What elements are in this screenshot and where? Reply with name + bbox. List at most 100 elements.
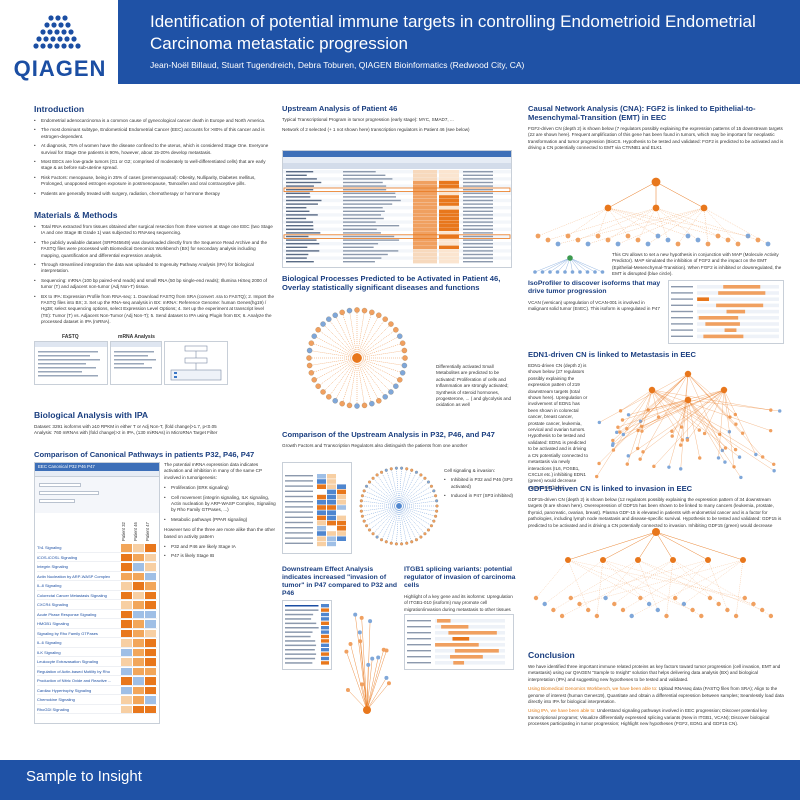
network-edge (707, 559, 728, 611)
pathway-row: IL-6 Signaling (37, 638, 157, 648)
table-row (283, 260, 511, 264)
table-cell (285, 644, 317, 647)
heatmap-cell (121, 667, 132, 675)
network-node (760, 607, 765, 613)
pathway-row: Signaling by Rho Family GTPases (37, 629, 157, 638)
network-node (681, 601, 687, 607)
network-node (765, 241, 771, 247)
table-cell (413, 231, 437, 235)
network-node (597, 461, 601, 466)
network-edge (687, 373, 723, 451)
network-edge (637, 559, 658, 611)
network-edge (607, 207, 749, 237)
network-node (638, 457, 642, 461)
table-cell (286, 246, 308, 248)
table-cell (286, 235, 309, 238)
table-cell (413, 238, 437, 242)
network-edge (628, 389, 725, 415)
network-edge (607, 207, 657, 241)
gdf15-causal-network (533, 528, 774, 619)
network-node (366, 662, 371, 667)
heatmap-cell (337, 536, 346, 541)
table-cell (463, 221, 493, 223)
network-edge (614, 559, 674, 605)
intro-bullet: Endometrial adenocarcinoma is a common c… (34, 118, 274, 125)
network-node (679, 467, 683, 471)
network-edge (381, 505, 400, 540)
network-edge (328, 357, 358, 397)
table-cell (439, 202, 459, 206)
network-node (605, 237, 611, 243)
pathway-label: iCOS-iCOSL Signaling (37, 554, 78, 560)
table-cell (413, 249, 437, 253)
network-node (715, 233, 721, 239)
network-node (563, 270, 567, 274)
network-node (594, 613, 600, 619)
heatmap-cell (337, 541, 346, 547)
network-node (426, 528, 430, 532)
table-row (283, 242, 511, 246)
isoform-label (671, 317, 693, 319)
upstream-circle-network (359, 466, 439, 546)
network-node (625, 233, 631, 239)
network-node (705, 557, 711, 563)
heatmap-cell (337, 515, 346, 521)
table-cell (463, 192, 493, 194)
network-edge (356, 357, 392, 393)
pathway-row: Th1 Signaling (37, 543, 157, 553)
table-cell (463, 250, 493, 252)
network-edge (341, 357, 358, 404)
network-edge (567, 559, 641, 599)
upstream-heatmap-image (285, 474, 346, 547)
table-cell (286, 203, 318, 205)
upstream-compare-section: Comparison of the Upstream Analysis in P… (282, 430, 514, 449)
heatmap-label (285, 511, 313, 513)
network-node (368, 528, 372, 532)
network-edge (703, 207, 769, 245)
network-node (600, 270, 605, 274)
heatmap-cell (121, 572, 132, 580)
network-node (742, 595, 747, 601)
isoform-bar (703, 334, 744, 339)
network-edge (672, 399, 689, 437)
network-edge (683, 559, 744, 605)
network-node (652, 464, 656, 469)
table-cell (321, 639, 329, 643)
network-node (616, 425, 620, 429)
network-edge (599, 373, 689, 423)
network-edge (364, 490, 400, 507)
table-cell (439, 195, 459, 199)
network-node (548, 270, 552, 274)
network-node (638, 419, 643, 424)
table-cell (439, 191, 459, 195)
causal-title: Causal Network Analysis (CNA): FGF2 is l… (528, 104, 756, 122)
network-node (594, 474, 599, 479)
pathway-label: HMGB1 Signaling (37, 621, 69, 626)
network-edge (651, 389, 659, 418)
network-node (346, 307, 353, 314)
heatmap-cell (337, 494, 346, 500)
heatmap-cell (327, 474, 336, 479)
network-hub-node (567, 255, 573, 261)
table-cell (343, 192, 396, 194)
canonical-pathways-window: EEC Canonical P32 P46 P47 Patient 32 Pat… (34, 462, 160, 724)
network-node (733, 412, 738, 417)
network-node (540, 270, 545, 274)
network-edge (628, 389, 725, 456)
network-node (625, 462, 629, 466)
table-row (283, 173, 511, 177)
network-edge (567, 559, 693, 611)
network-node (376, 655, 381, 660)
table-cell (343, 171, 376, 173)
table-cell (439, 216, 459, 221)
isoform-bar (726, 309, 746, 314)
network-node (361, 307, 368, 314)
heatmap-cell (145, 648, 156, 656)
network-node (636, 446, 640, 451)
pathway-row: Cardiac Hypertrophy Signaling (37, 686, 157, 695)
network-edge (314, 357, 358, 380)
pathway-label: Regulation of Actin-based Motility by Rh… (37, 668, 110, 674)
footer-tagline: Sample to Insight (26, 768, 142, 785)
network-node (585, 270, 590, 274)
table-cell (463, 261, 493, 263)
